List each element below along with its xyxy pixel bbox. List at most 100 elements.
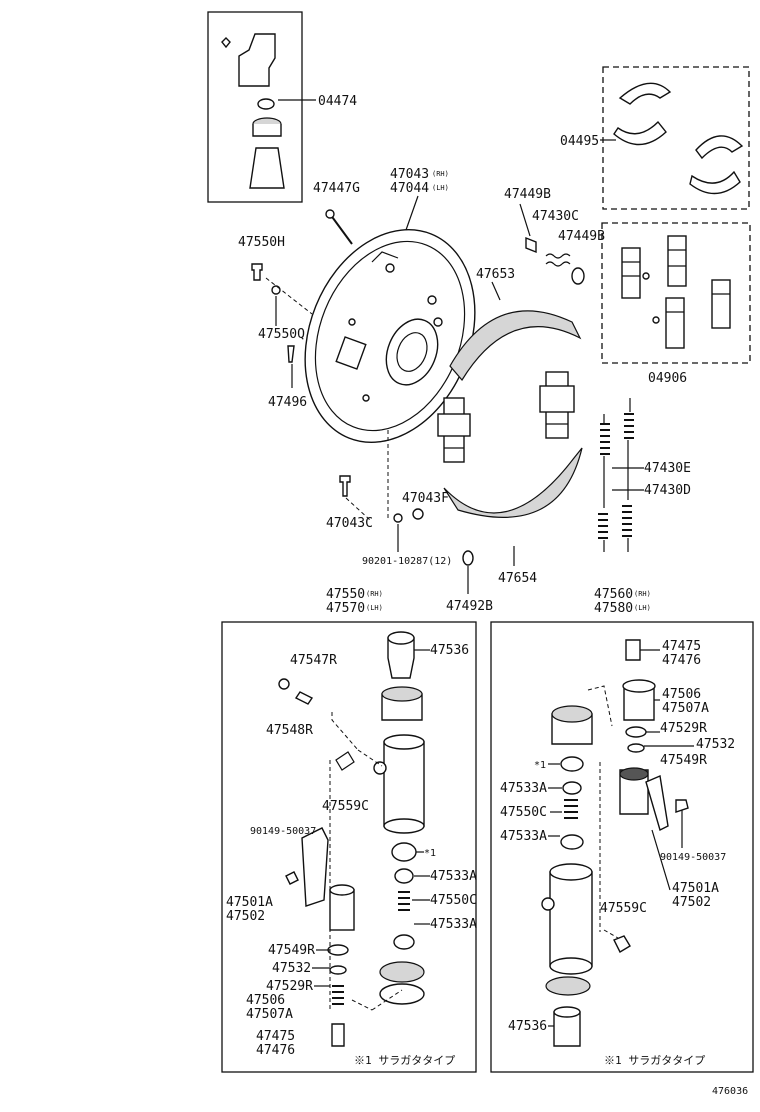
diagram-id: 476036 [712, 1086, 748, 1097]
label-47529r-right: 47529R [660, 721, 707, 736]
return-spring-right [622, 398, 634, 552]
label-47549r-right: 47549R [660, 753, 707, 768]
label-star1-left: *1 [424, 848, 436, 859]
brake-shoe-lining-4 [689, 170, 741, 195]
label-47043c: 47043C [326, 516, 373, 531]
label-47532-right: 47532 [696, 737, 735, 752]
label-47043: 47043 [390, 167, 429, 182]
washer-90201 [393, 513, 403, 523]
label-47559c-right: 47559C [600, 901, 647, 916]
label-47560: 47560 [594, 587, 633, 602]
label-04906: 04906 [648, 371, 687, 386]
label-90201: 90201-10287(12) [362, 556, 452, 567]
label-90149-left: 90149-50037 [250, 826, 316, 837]
wheel-cylinder-kit-piece-2 [667, 235, 687, 287]
brake-shoe-lining-1 [618, 82, 672, 105]
bleeder-bolt-47447g [329, 213, 353, 245]
label-47506-right: 47506 [662, 687, 701, 702]
label-04495: 04495 [560, 134, 599, 149]
backing-plate-group [304, 228, 476, 518]
left-cylinder-box [221, 621, 477, 1073]
label-47536-left: 47536 [430, 643, 469, 658]
svg-text:(RH): (RH) [432, 170, 449, 178]
label-47475-left: 47475 [256, 1029, 295, 1044]
wheel-cylinder-left [437, 397, 471, 463]
label-47533a-a-right: 47533A [500, 781, 547, 796]
label-47529r-left: 47529R [266, 979, 313, 994]
svg-text:(RH): (RH) [366, 590, 383, 598]
label-47043f: 47043F [402, 491, 449, 506]
kit-04906-group: 04906 [601, 222, 751, 386]
label-47549r-left: 47549R [268, 943, 315, 958]
label-47547r: 47547R [290, 653, 337, 668]
right-cylinder-box [490, 621, 754, 1073]
kit-04495-box [602, 66, 750, 210]
adjuster-body-left [329, 889, 355, 931]
label-47506-left: 47506 [246, 993, 285, 1008]
label-47449b-a: 47449B [504, 187, 551, 202]
wheel-cylinder-mount [335, 336, 367, 370]
wheel-cylinder-body-left [383, 741, 425, 827]
label-47550q: 47550Q [258, 327, 305, 342]
label-47447g: 47447G [313, 181, 360, 196]
pin-47449b [525, 236, 537, 254]
spring-47430c [545, 253, 571, 259]
nut-47043f [412, 508, 424, 520]
bolt-47043c [339, 475, 351, 497]
cap-47492b [462, 550, 474, 566]
label-47580: 47580 [594, 601, 633, 616]
bleeder-47475-right [625, 639, 641, 661]
label-47654: 47654 [498, 571, 537, 586]
spring-cone-part [249, 147, 285, 189]
cup-part [257, 98, 275, 110]
label-47044: 47044 [390, 181, 429, 196]
label-47501a-right: 47501A [672, 881, 719, 896]
label-47430c: 47430C [532, 209, 579, 224]
label-47507a-left: 47507A [246, 1007, 293, 1022]
label-47430d: 47430D [644, 483, 691, 498]
wheel-cylinder-kit-piece-4 [711, 279, 731, 329]
caption-left: ※1 サラガタタイプ [354, 1054, 455, 1067]
brake-shoe-47654 [443, 447, 583, 518]
label-47570: 47570 [326, 601, 365, 616]
wheel-cylinder-body-right [549, 871, 593, 967]
svg-text:(LH): (LH) [432, 184, 449, 192]
right-exploded-parts [541, 639, 689, 1047]
label-47449b-b: 47449B [558, 229, 605, 244]
brake-shoe-47653 [449, 310, 582, 382]
label-47496: 47496 [268, 395, 307, 410]
label-47502-left: 47502 [226, 909, 265, 924]
label-47550: 47550 [326, 587, 365, 602]
boot-left-lower [379, 961, 425, 983]
svg-text:(RH): (RH) [634, 590, 651, 598]
return-spring-left [598, 414, 610, 552]
label-47536-right: 47536 [508, 1019, 547, 1034]
retainer-47449b [571, 267, 585, 285]
label-star1-right: *1 [534, 760, 546, 771]
label-47501a-left: 47501A [226, 895, 273, 910]
label-47550c-right: 47550C [500, 805, 547, 820]
label-47476-left: 47476 [256, 1043, 295, 1058]
svg-text:(LH): (LH) [366, 604, 383, 612]
seal-part-small [221, 37, 231, 49]
label-47492b: 47492B [446, 599, 493, 614]
clip-47496 [287, 345, 295, 363]
label-47533a-b-right: 47533A [500, 829, 547, 844]
brake-shoe-lining-3 [695, 135, 744, 160]
label-47559c-left: 47559C [322, 799, 369, 814]
left-exploded-parts [278, 631, 425, 1047]
label-47653: 47653 [476, 267, 515, 282]
adjuster-lever-left [301, 827, 329, 907]
cup-star1-left [391, 842, 417, 862]
label-47533a-a-left: 47533A [430, 869, 477, 884]
kit-04474-group: 04474 [207, 11, 357, 203]
label-47550h: 47550H [238, 235, 285, 250]
label-47475-right: 47475 [662, 639, 701, 654]
label-90149-right: 90149-50037 [660, 852, 726, 863]
axle-hub-opening [385, 318, 439, 386]
wheel-cylinder-kit-piece-3 [665, 297, 685, 349]
label-47550c-left: 47550C [430, 893, 477, 908]
caption-right: ※1 サラガタタイプ [604, 1054, 705, 1067]
label-47430e: 47430E [644, 461, 691, 476]
